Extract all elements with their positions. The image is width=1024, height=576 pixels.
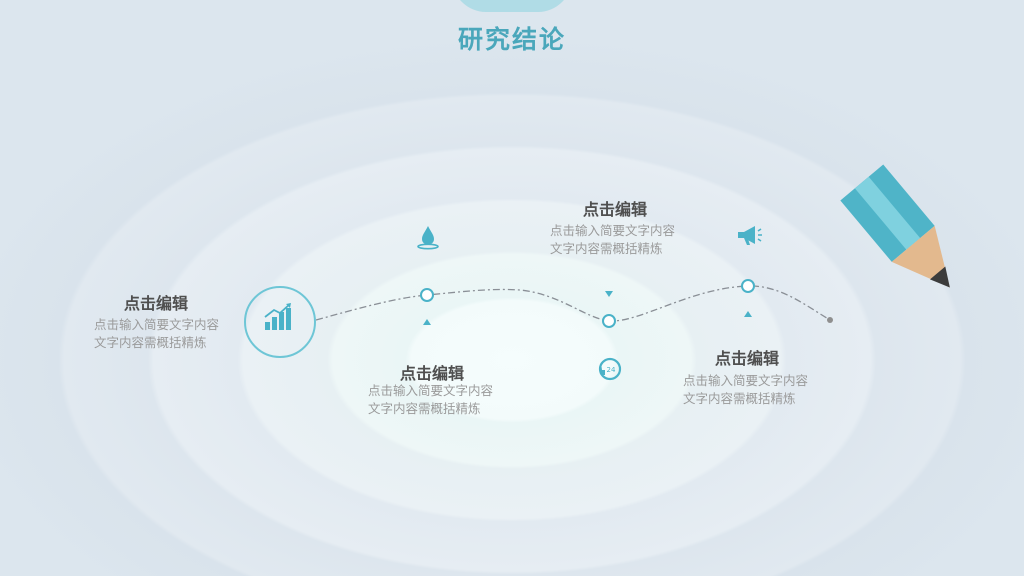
item-3-heading: 点击编辑 <box>583 200 648 219</box>
item-3-desc-line2: 文字内容需概括精炼 <box>550 241 663 256</box>
pointer-up-1 <box>423 319 431 325</box>
timeline-node-3 <box>741 279 755 293</box>
start-circle <box>244 286 316 358</box>
item-1-desc-line2: 文字内容需概括精炼 <box>94 335 207 350</box>
pointer-up-3 <box>744 311 752 317</box>
bar-chart-icon <box>264 303 291 330</box>
item-2-heading: 点击编辑 <box>400 364 465 383</box>
item-4-desc-line1: 点击输入简要文字内容 <box>683 373 809 388</box>
page-title: 研究结论 <box>457 25 566 54</box>
timeline-node-1 <box>420 288 434 302</box>
item-4-desc: 点击输入简要文字内容 文字内容需概括精炼 <box>683 372 823 408</box>
water-drop-icon <box>417 226 439 250</box>
pencil-icon <box>840 164 950 288</box>
item-3-desc: 点击输入简要文字内容 文字内容需概括精炼 <box>550 222 690 258</box>
megaphone-icon <box>738 226 762 245</box>
item-4-heading: 点击编辑 <box>715 349 780 368</box>
pointer-down-2 <box>605 291 613 297</box>
item-1-desc-line1: 点击输入简要文字内容 <box>94 317 220 332</box>
item-4-desc-line2: 文字内容需概括精炼 <box>683 391 796 406</box>
item-2-desc: 点击输入简要文字内容 文字内容需概括精炼 <box>368 382 508 418</box>
phone-24h-icon: 24 <box>598 357 622 381</box>
timeline-end-dot <box>827 317 833 323</box>
item-3-desc-line1: 点击输入简要文字内容 <box>550 223 676 238</box>
item-1-heading: 点击编辑 <box>124 294 189 313</box>
svg-text:24: 24 <box>607 366 616 374</box>
item-1-desc: 点击输入简要文字内容 文字内容需概括精炼 <box>94 316 234 352</box>
item-2-desc-line2: 文字内容需概括精炼 <box>368 401 481 416</box>
item-2-desc-line1: 点击输入简要文字内容 <box>368 383 494 398</box>
timeline-node-2 <box>602 314 616 328</box>
top-decoration-tab <box>452 0 572 12</box>
